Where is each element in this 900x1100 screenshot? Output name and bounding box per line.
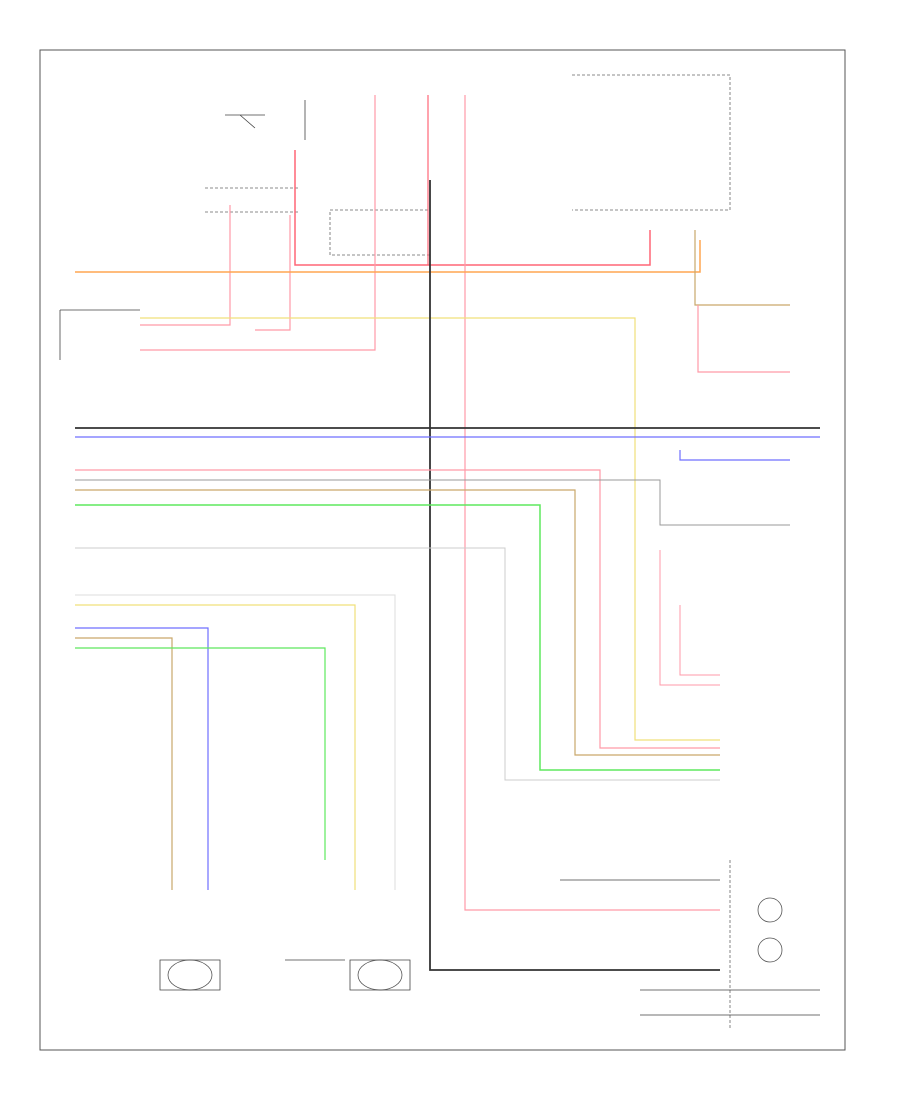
gauge-symbol-2 [757,937,783,963]
left-wheel-sensor [159,959,221,991]
wire-white-long [75,479,790,526]
wire-white-left [75,594,396,890]
wire-orange [75,240,701,273]
wire-black-vertical [429,180,720,971]
right-sensor-body [357,959,403,991]
wire-red-long [75,469,720,749]
wire-red-top [294,150,651,266]
ignition-switch [225,100,306,140]
wire-blue-horizontal [75,436,820,461]
wire-red-left [140,205,291,331]
right-wheel-sensor [285,959,411,991]
wire-red-right [697,305,790,373]
wires [75,95,820,971]
left-module-outline [59,309,140,360]
wire-red-mid [140,95,376,351]
wire-green-long [75,504,720,771]
wire-blue-left [75,627,209,890]
wire-yellow-top [140,317,720,741]
left-module [59,309,140,360]
wire-tan-right [694,230,790,306]
relay-box [572,74,731,211]
sensors-bottom [159,959,411,991]
left-sensor-body [167,959,213,991]
fuse-block-top [205,74,731,256]
right-sensor-connector [285,959,411,991]
wire-red-3 [464,95,720,911]
fuse-box-outline [205,187,431,256]
wire-green-left [75,647,326,860]
wire-tan-left [75,637,173,890]
cluster-wires [560,879,820,1016]
wire-tan-long [75,489,720,756]
wire-red-switch [659,550,720,686]
left-sensor-connector [159,959,221,991]
gauge-symbol-1 [757,897,783,923]
diagram-frame [39,49,846,1051]
wire-white-mid [75,547,720,781]
wire-yellow-left [75,604,356,890]
instrument-cluster [560,860,820,1030]
